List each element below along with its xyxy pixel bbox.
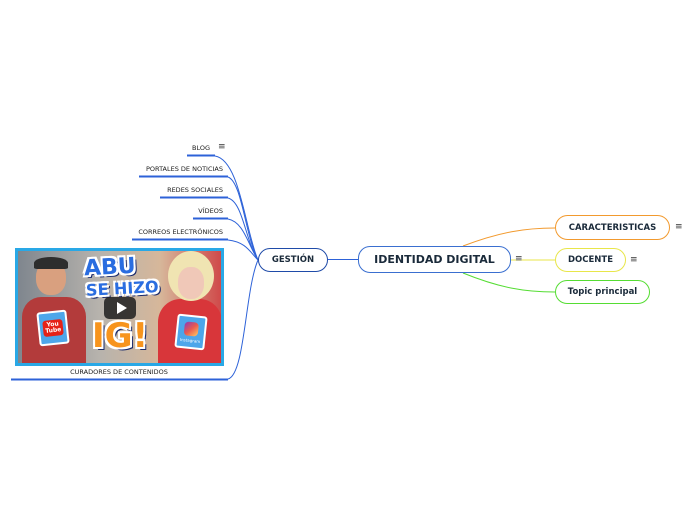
- central-topic[interactable]: IDENTIDAD DIGITAL: [358, 246, 511, 273]
- instagram-logo-icon: [183, 320, 200, 337]
- topic-caracteristicas[interactable]: CARACTERISTICAS: [555, 215, 670, 240]
- play-icon: [116, 302, 127, 314]
- instagram-card: Instagram: [174, 313, 208, 351]
- video-title-line1: ABU: [83, 253, 137, 282]
- subtopic-videos[interactable]: VÍDEOS: [198, 207, 223, 215]
- subtopic-blog[interactable]: BLOG: [191, 144, 210, 152]
- connector-topic: [462, 272, 556, 293]
- youtube-logo-icon: You Tube: [42, 318, 64, 338]
- video-frame: You Tube Instagram ABU SE HIZO IG!: [18, 251, 221, 363]
- connector-blog: [214, 155, 259, 261]
- play-button[interactable]: [104, 297, 136, 319]
- instagram-label: Instagram: [179, 336, 201, 344]
- video-title-line2: SE HIZO: [85, 277, 159, 300]
- topic-docente[interactable]: DOCENTE: [555, 248, 626, 272]
- topic-principal[interactable]: Topic principal: [555, 280, 650, 304]
- video-title-line3: IG!: [92, 316, 149, 356]
- subtopic-correos-electronicos[interactable]: CORREOS ELECTRÓNICOS: [138, 228, 223, 236]
- central-note-icon[interactable]: ≡: [515, 254, 523, 264]
- subtopic-redes-sociales[interactable]: REDES SOCIALES: [167, 186, 223, 194]
- docente-note-icon[interactable]: ≡: [630, 255, 638, 265]
- subtopic-portales-de-noticias[interactable]: PORTALES DE NOTICIAS: [146, 165, 223, 173]
- subtopic-curadores-de-contenidos[interactable]: CURADORES DE CONTENIDOS: [70, 368, 168, 376]
- connector-correos: [227, 239, 259, 261]
- blog-note-icon[interactable]: ≡: [218, 142, 226, 152]
- connector-curadores: [227, 259, 259, 380]
- caracteristicas-note-icon[interactable]: ≡: [675, 222, 683, 232]
- person-right-head: [178, 267, 204, 299]
- topic-gestion[interactable]: GESTIÓN: [258, 248, 328, 272]
- video-thumbnail[interactable]: You Tube Instagram ABU SE HIZO IG!: [15, 248, 224, 366]
- youtube-card: You Tube: [36, 309, 70, 347]
- connector-portales: [227, 176, 259, 261]
- connector-videos: [227, 218, 259, 261]
- connector-caracteristicas: [462, 227, 556, 247]
- person-left-cap: [34, 257, 68, 269]
